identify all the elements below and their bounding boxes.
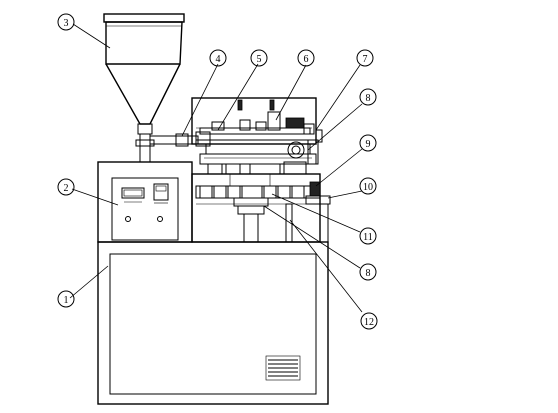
- callout-3-label: 3: [64, 18, 69, 29]
- upper-cabinet: [97, 161, 193, 243]
- callout-8b: 8: [359, 263, 377, 281]
- hopper: [103, 13, 185, 163]
- callout-5: 5: [250, 49, 268, 67]
- callout-4-label: 4: [216, 54, 221, 65]
- callout-6-label: 6: [304, 54, 309, 65]
- callout-6: 6: [297, 49, 315, 67]
- rotary-table: [191, 173, 331, 243]
- callout-9-label: 9: [366, 139, 371, 150]
- upper-mechanism: [191, 97, 323, 175]
- callout-2: 2: [57, 178, 75, 196]
- callout-12: 12: [360, 312, 378, 330]
- callout-11-label: 11: [363, 232, 373, 243]
- callout-8b-label: 8: [366, 268, 371, 279]
- feed-pipe: [149, 131, 211, 147]
- leader-lines: [69, 23, 363, 313]
- callout-1-label: 1: [64, 295, 69, 306]
- callout-10-label: 10: [363, 182, 373, 193]
- callout-9: 9: [359, 134, 377, 152]
- callout-10: 10: [359, 177, 377, 195]
- callout-12-label: 12: [364, 317, 374, 328]
- callout-8: 8: [359, 88, 377, 106]
- callout-7-label: 7: [363, 54, 368, 65]
- callout-11: 11: [359, 227, 377, 245]
- callout-3: 3: [57, 13, 75, 31]
- callout-4: 4: [209, 49, 227, 67]
- callout-2-label: 2: [64, 183, 69, 194]
- callout-1: 1: [57, 290, 75, 308]
- callout-7: 7: [356, 49, 374, 67]
- callout-8-label: 8: [366, 93, 371, 104]
- callouts: 1 2 3 4 5 6 7 8: [57, 13, 378, 330]
- lower-cabinet: [97, 241, 329, 405]
- callout-5-label: 5: [257, 54, 262, 65]
